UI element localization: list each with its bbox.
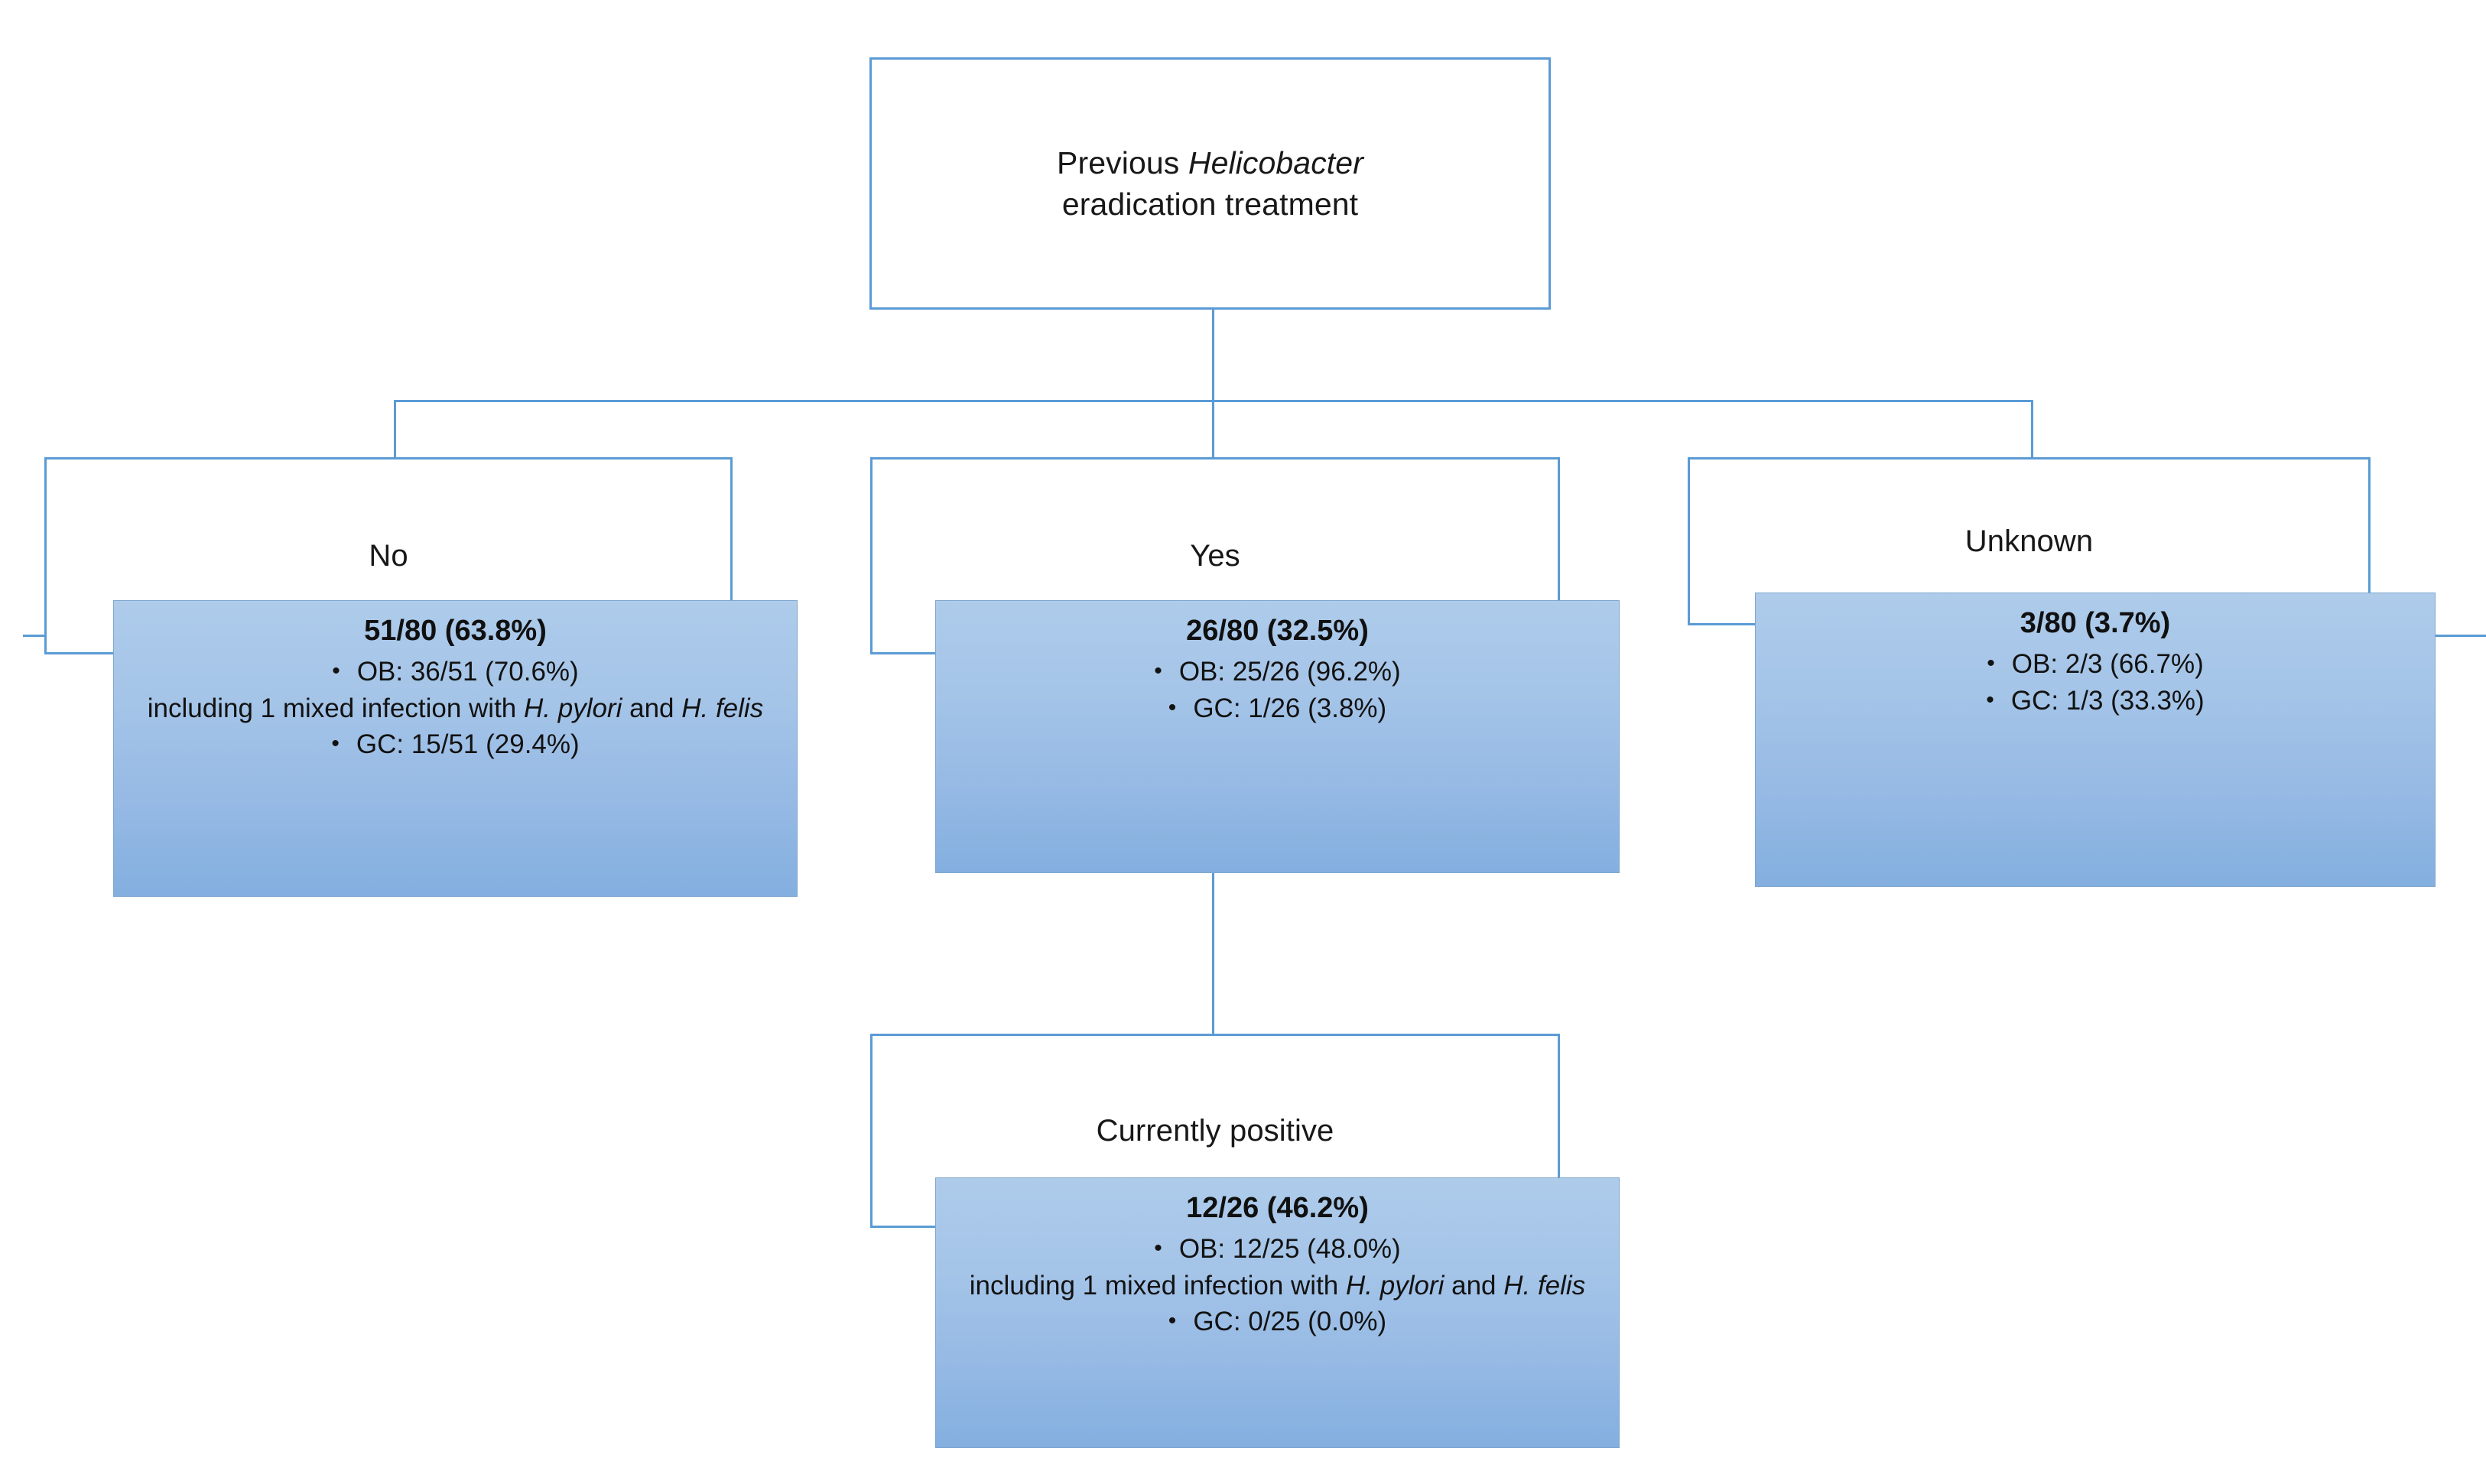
data-box-currently-positive-headline: 12/26 (46.2%) [1186, 1192, 1369, 1224]
bullet-marker-icon: • [331, 731, 340, 757]
bullet-marker-icon: • [1987, 651, 1995, 677]
data-box-currently-positive-bullet-ob: • OB: 12/25 (48.0%) [948, 1231, 1607, 1268]
data-box-currently-positive-note: including 1 mixed infection with H. pylo… [948, 1268, 1607, 1304]
data-box-yes[interactable]: 26/80 (32.5%) •OB: 25/26 (96.2%) •GC: 1/… [935, 600, 1620, 873]
data-box-currently-positive-bullet-gc: • GC: 0/25 (0.0%) [948, 1304, 1607, 1340]
bullet-marker-icon: • [332, 658, 340, 684]
data-box-unknown[interactable]: 3/80 (3.7%) • OB: 2/3 (66.7%) • GC: 1/3 (3… [1755, 593, 2436, 887]
data-box-yes-bullet-ob: • OB: 25/26 (96.2%) [948, 654, 1607, 690]
note-species-2: H. felis [1503, 1270, 1586, 1301]
data-box-unknown-bullet-gc: • GC: 1/3 (33.3%) [1768, 683, 2423, 719]
data-box-yes-headline: 26/80 (32.5%) [1186, 615, 1369, 647]
note-species-1: H. pylori [1346, 1270, 1444, 1301]
branch-label-currently-positive: Currently positive [1096, 1113, 1334, 1148]
data-box-yes-bullet-ob-text: OB: 25/26 (96.2%) [1178, 657, 1401, 687]
bullet-marker-icon: • [1168, 1308, 1177, 1334]
bullet-marker-icon: • [1154, 1236, 1162, 1262]
data-box-no-bullet-ob-text: OB: 36/51 (70.6%) [356, 657, 579, 687]
connector-root-to-bus [1212, 310, 1214, 401]
bullet-marker-icon: • [1986, 687, 1994, 713]
data-box-no[interactable]: 51/80 (63.8%) • OB: 36/51 (70.6%) includi… [113, 600, 798, 897]
note-prefix: including 1 mixed infection with [969, 1270, 1346, 1301]
root-line2: eradication treatment [1061, 187, 1359, 222]
connector-yes-to-currently-positive [1212, 872, 1214, 1036]
note-mid: and [622, 693, 682, 723]
data-box-currently-positive-bullet-gc-text: GC: 0/25 (0.0%) [1193, 1307, 1387, 1337]
root-node-label: Previous Helicobacter eradication treatm… [872, 142, 1548, 225]
data-box-no-headline: 51/80 (63.8%) [364, 615, 547, 647]
data-box-unknown-bullet-ob-text: OB: 2/3 (66.7%) [2011, 649, 2204, 680]
bullet-marker-icon: • [1168, 694, 1177, 720]
data-box-unknown-bullet-gc-text: GC: 1/3 (33.3%) [2010, 685, 2205, 716]
data-box-unknown-bullet-ob: • OB: 2/3 (66.7%) [1768, 646, 2423, 683]
branch-label-yes: Yes [1190, 538, 1240, 573]
note-prefix: including 1 mixed infection with [147, 693, 524, 723]
connector-bus-to-yes [1212, 400, 1214, 459]
bullet-marker-icon: • [1154, 658, 1162, 684]
branch-label-unknown: Unknown [1964, 524, 2094, 558]
root-node-previous-eradication-treatment[interactable]: Previous Helicobacter eradication treatm… [869, 57, 1551, 310]
note-species-2: H. felis [681, 693, 764, 723]
data-box-no-bullet-ob: • OB: 36/51 (70.6%) [126, 654, 785, 690]
note-species-1: H. pylori [524, 693, 622, 723]
data-box-no-bullet-gc-text: GC: 15/51 (29.4%) [356, 729, 580, 760]
note-mid: and [1444, 1270, 1504, 1301]
data-box-no-bullet-gc: • GC: 15/51 (29.4%) [126, 726, 785, 763]
root-line1-italic-genus: Helicobacter [1188, 145, 1363, 180]
data-box-yes-bullet-gc-text: GC: 1/26 (3.8%) [1193, 693, 1387, 723]
data-box-yes-bullet-gc: • GC: 1/26 (3.8%) [948, 690, 1607, 727]
root-line1-prefix: Previous [1057, 145, 1188, 180]
data-box-unknown-headline: 3/80 (3.7%) [2020, 607, 2171, 639]
data-box-currently-positive-bullet-ob-text: OB: 12/25 (48.0%) [1178, 1234, 1401, 1265]
branch-label-no: No [369, 538, 408, 573]
data-box-currently-positive[interactable]: 12/26 (46.2%) • OB: 12/25 (48.0%) includi… [935, 1177, 1620, 1448]
data-box-no-note: including 1 mixed infection with H. pylo… [126, 690, 785, 727]
